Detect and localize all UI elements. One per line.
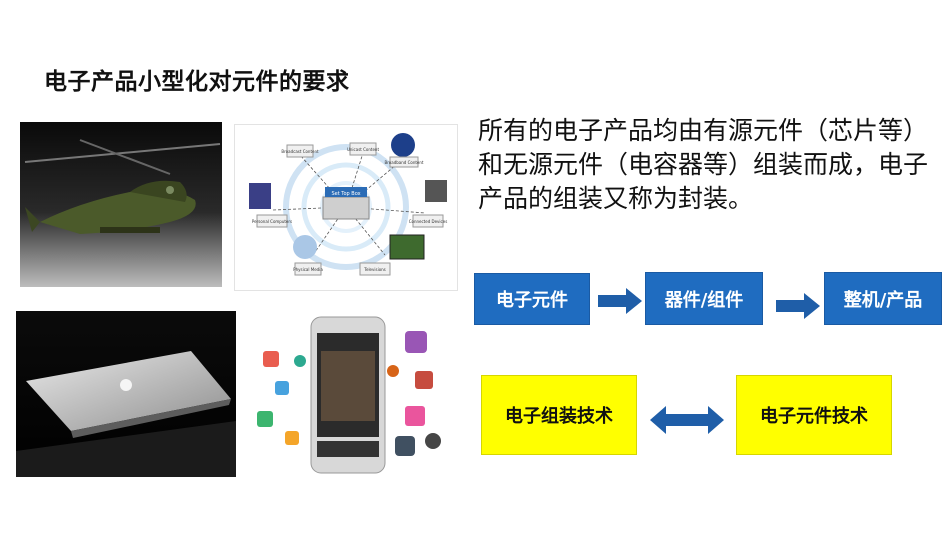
flow-box-component: 电子元件 <box>474 273 590 325</box>
diagram-label-pc: Personal Computers <box>252 219 292 224</box>
assembly-tech-box: 电子组装技术 <box>481 375 637 455</box>
double-arrow-icon <box>650 406 724 434</box>
diagram-center-label: Set Top Box <box>331 191 360 197</box>
set-top-box-diagram: Set Top Box Broadcast Content Unicast Co… <box>234 124 458 291</box>
flow-box-product: 整机/产品 <box>824 272 942 325</box>
flow-arrow-2-icon <box>776 293 820 319</box>
diagram-label-tv: Televisions <box>363 267 386 272</box>
smartphone-photo <box>245 311 454 477</box>
slide-title: 电子产品小型化对元件的要求 <box>44 69 350 95</box>
diagram-label-broadband: Broadband Content <box>385 160 424 165</box>
diagram-label-unicast: Unicast Content <box>347 147 379 152</box>
component-tech-box: 电子元件技术 <box>736 375 892 455</box>
diagram-label-connected: Connected Devices <box>409 219 448 224</box>
laptop-photo <box>16 311 236 477</box>
flow-box-device: 器件/组件 <box>645 272 763 325</box>
helicopter-photo <box>20 122 222 287</box>
diagram-label-broadcast: Broadcast Content <box>281 149 319 154</box>
description-text: 所有的电子产品均由有源元件（芯片等）和无源元件（电容器等）组装而成，电子产品的组… <box>478 116 929 213</box>
diagram-label-physical: Physical Media <box>293 267 323 272</box>
flow-arrow-1-icon <box>598 288 642 314</box>
